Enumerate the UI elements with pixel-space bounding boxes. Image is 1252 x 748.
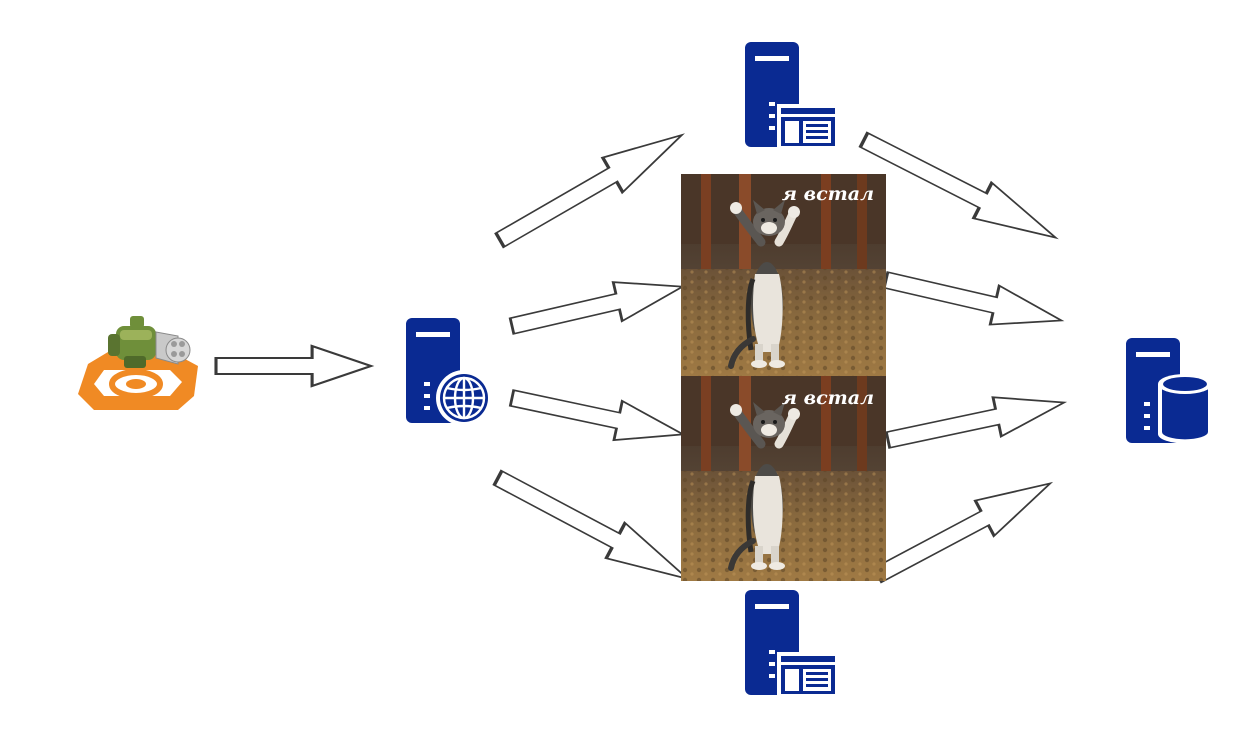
arrow-cat-top-to-db <box>880 259 1068 342</box>
arrow-load-to-web <box>214 344 373 388</box>
database-server-icon <box>1126 338 1212 444</box>
arrow-web-to-cat-bottom <box>506 377 689 456</box>
arrow-app-bottom-to-db <box>867 464 1061 595</box>
cat-meme-bottom: я встал <box>681 376 886 581</box>
arrow-app-top-to-db <box>853 120 1067 258</box>
cat-meme-bottom-caption: я встал <box>782 387 874 409</box>
cat-meme-top-caption: я встал <box>782 183 874 205</box>
gatling-gun-icon <box>78 316 198 410</box>
cat-meme-top: я встал <box>681 174 886 379</box>
app-server-top-icon <box>745 42 839 150</box>
arrow-web-to-cat-top <box>506 265 689 347</box>
arrow-cat-bottom-to-db <box>882 381 1070 461</box>
arrow-web-to-app-bottom <box>487 458 699 599</box>
app-server-bottom-icon <box>745 590 839 698</box>
arrow-web-to-app-top <box>488 116 694 259</box>
web-server-icon <box>406 318 492 426</box>
